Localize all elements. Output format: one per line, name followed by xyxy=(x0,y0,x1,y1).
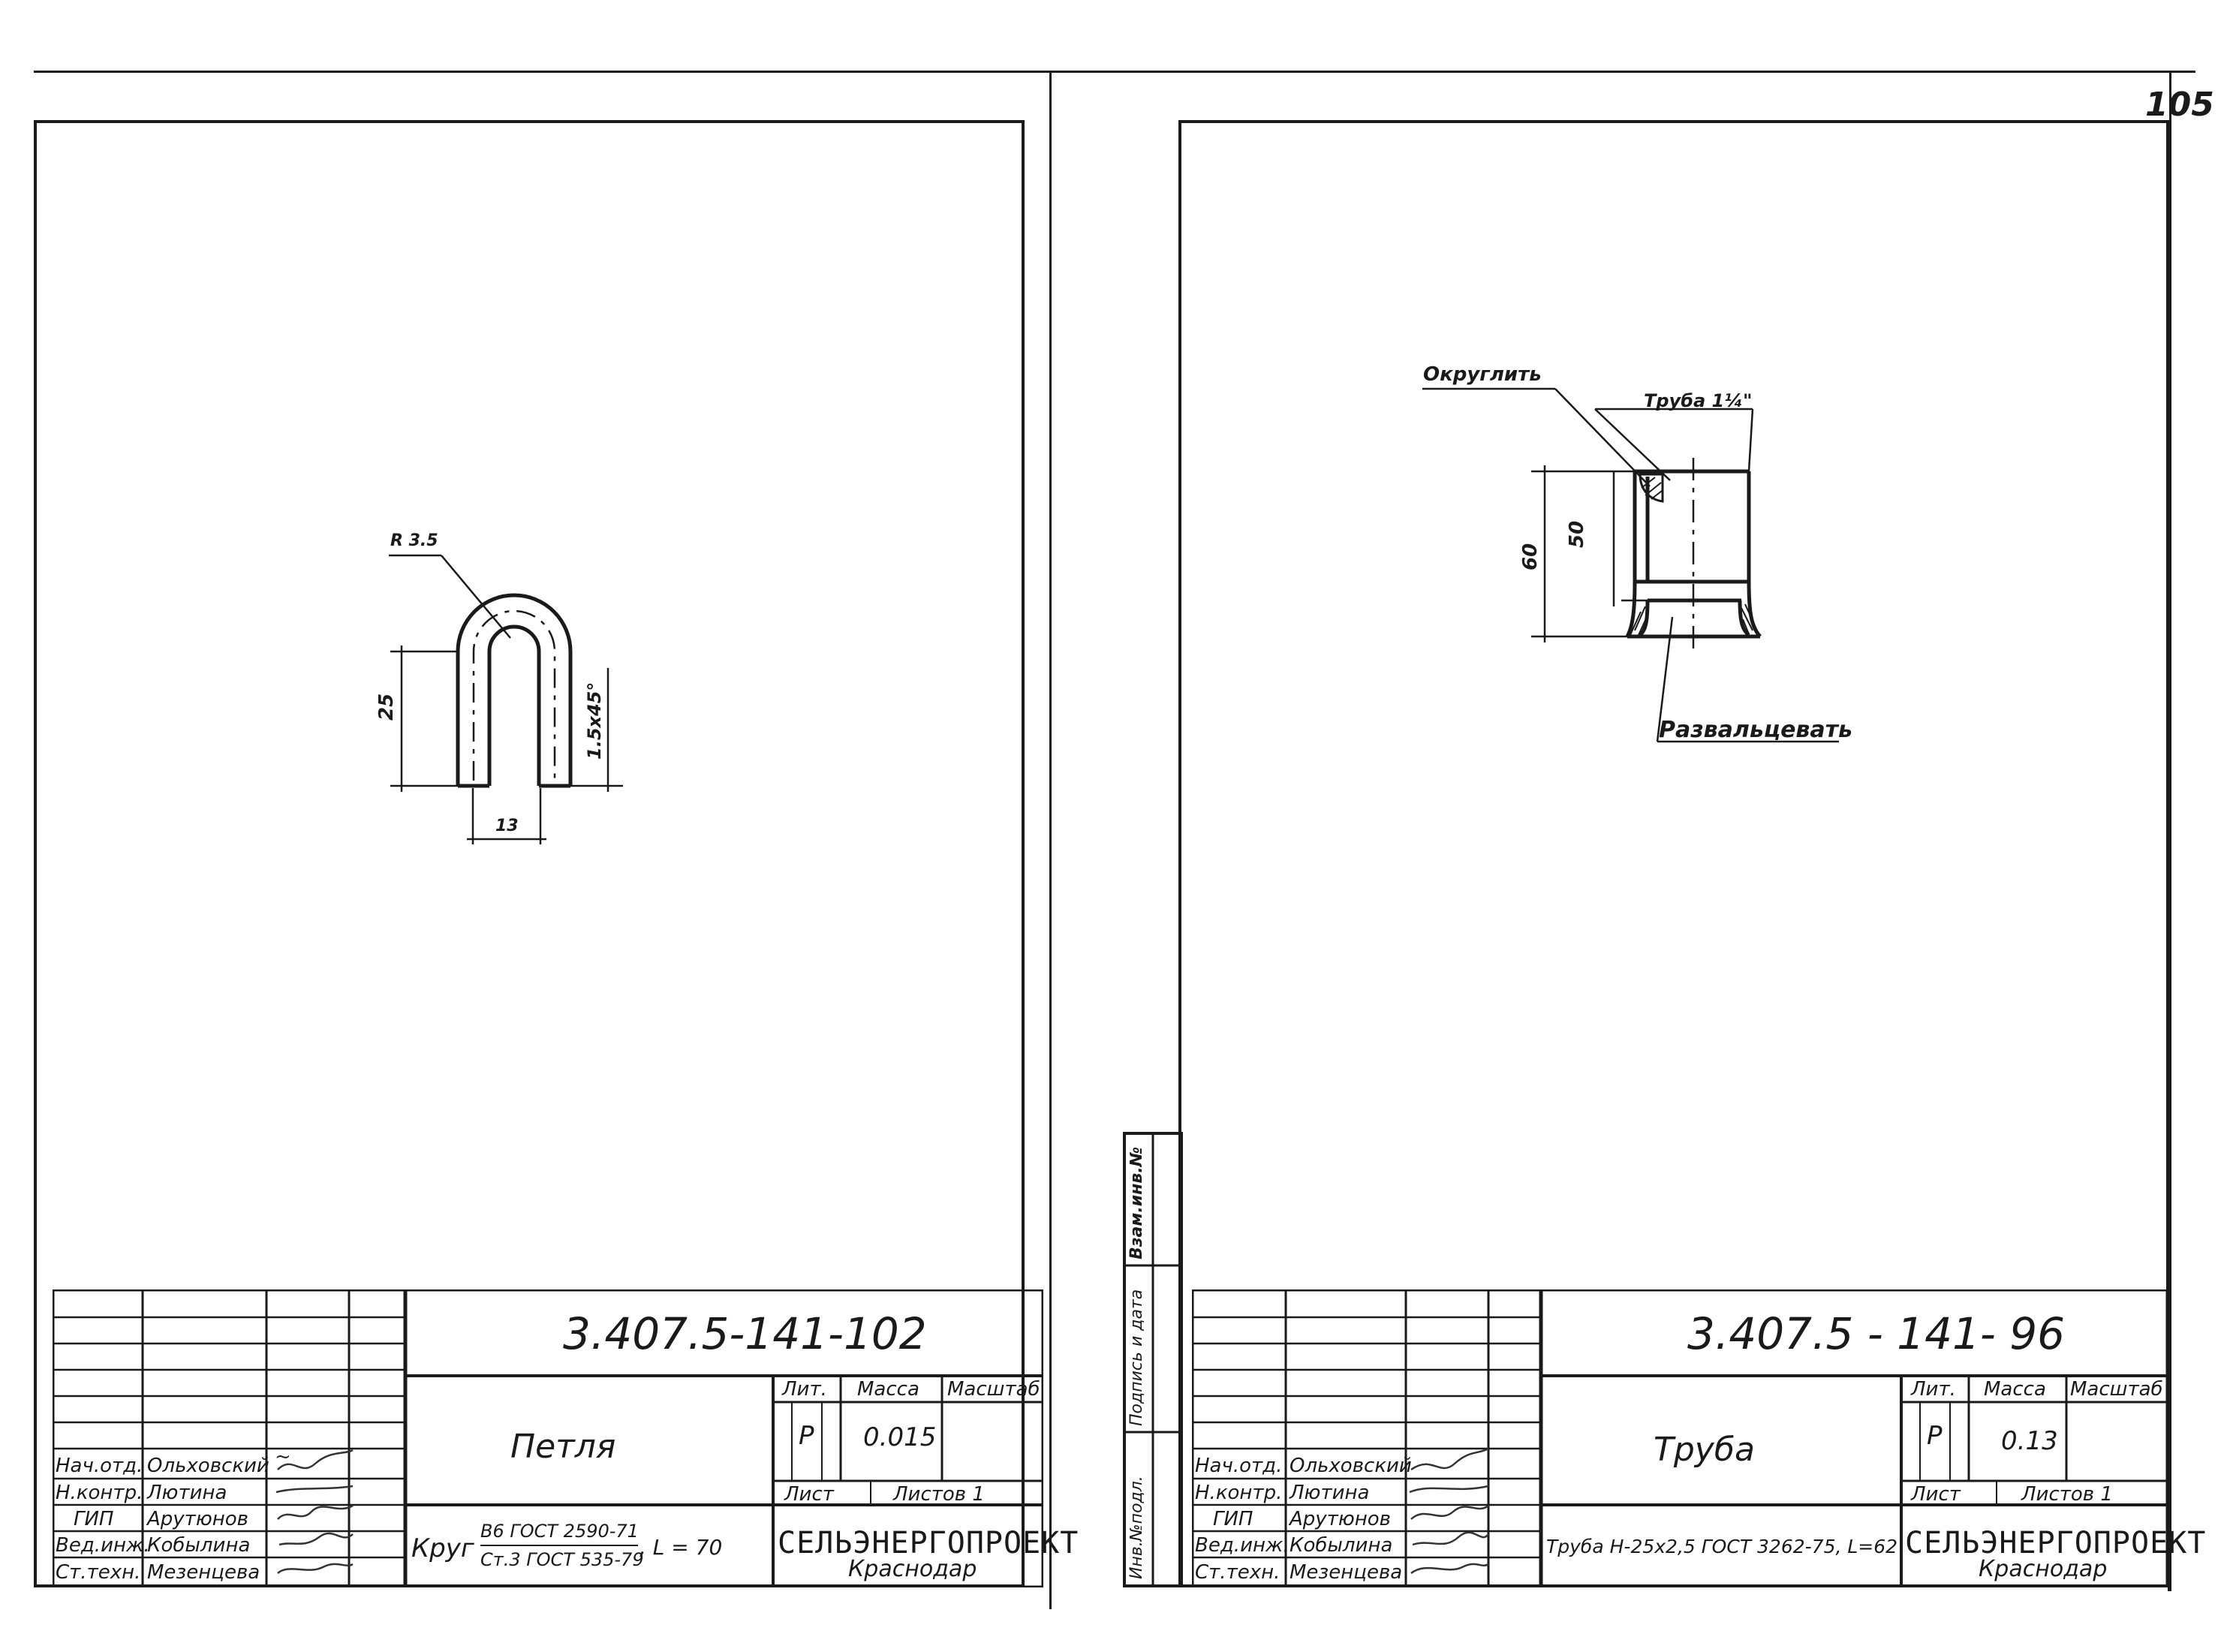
side-strip-grid xyxy=(1123,1132,1183,1587)
right-org-name: СЕЛЬЭНЕРГОПРОЕКТ xyxy=(1905,1526,2207,1560)
left-lit-header: Лит. xyxy=(782,1378,827,1401)
left-staff-role: Ст.техн. xyxy=(56,1561,141,1584)
right-scale-header: Масштаб xyxy=(2070,1378,2163,1401)
right-side-strip: Инв.№подл. Подпись и дата Взам.инв.№ xyxy=(1123,1132,1183,1587)
right-sheets-label: Листов 1 xyxy=(2021,1483,2113,1506)
left-material-suffix: , L = 70 xyxy=(640,1535,723,1560)
left-doc-name: Петля xyxy=(510,1428,616,1466)
right-lit-header: Лит. xyxy=(1911,1378,1956,1401)
left-staff-role: ГИП xyxy=(74,1508,114,1530)
right-mass-value: 0.13 xyxy=(2001,1426,2058,1456)
left-sheets-label: Листов 1 xyxy=(893,1483,985,1506)
right-doc-name: Труба xyxy=(1654,1431,1755,1469)
right-dim-h-outer: 60 xyxy=(1519,543,1542,570)
page-number: 105 xyxy=(2145,86,2214,124)
right-staff-name: Ольховский xyxy=(1290,1455,1412,1477)
left-sheet-label: Лист xyxy=(784,1483,834,1506)
left-material-prefix: Круг xyxy=(411,1533,474,1563)
page-number-divider xyxy=(2169,71,2171,131)
left-title-block: 3.407.5-141-102 Петля Лит. Масса Масштаб… xyxy=(53,1289,1078,1587)
left-mass-header: Масса xyxy=(857,1378,919,1401)
left-staff-name: Ольховский xyxy=(147,1455,269,1477)
left-org-city: Краснодар xyxy=(848,1556,977,1582)
right-staff-name: Арутюнов xyxy=(1290,1508,1391,1530)
right-dim-h-inner: 50 xyxy=(1566,520,1588,548)
left-mass-value: 0.015 xyxy=(863,1422,937,1452)
right-staff-name: Лютина xyxy=(1290,1482,1370,1504)
right-staff-role: Ст.техн. xyxy=(1195,1561,1281,1584)
right-title-grid xyxy=(1192,1289,2168,1587)
right-dim-pipe: Труба 1¼" xyxy=(1644,390,1753,411)
right-material: Труба Н-25х2,5 ГОСТ 3262-75, L=62 xyxy=(1546,1536,1898,1557)
right-dim-flare: Развальцевать xyxy=(1659,717,1853,743)
left-dim-width: 13 xyxy=(495,817,519,835)
left-doc-code: 3.407.5-141-102 xyxy=(563,1308,927,1359)
right-staff-role: Н.контр. xyxy=(1195,1482,1283,1504)
right-dim-round: Округлить xyxy=(1423,363,1542,386)
left-staff-role: Вед.инж. xyxy=(56,1534,150,1557)
left-staff-name: Мезенцева xyxy=(147,1561,260,1584)
left-staff-name: Арутюнов xyxy=(147,1508,248,1530)
right-staff-name: Кобылина xyxy=(1290,1534,1393,1557)
left-staff-role: Н.контр. xyxy=(56,1482,143,1504)
left-scale-header: Масштаб xyxy=(947,1378,1040,1401)
left-staff-role: Нач.отд. xyxy=(56,1455,143,1477)
left-material-top: В6 ГОСТ 2590-71 xyxy=(480,1521,639,1542)
right-staff-name: Мезенцева xyxy=(1290,1561,1403,1584)
right-sheet-label: Лист xyxy=(1911,1483,1961,1506)
right-sheet-edge xyxy=(2168,128,2171,1591)
right-staff-role: ГИП xyxy=(1213,1508,1253,1530)
left-staff-name: Лютина xyxy=(147,1482,227,1504)
right-mass-header: Масса xyxy=(1984,1378,2046,1401)
center-fold-line xyxy=(1049,71,1052,1609)
left-title-grid xyxy=(53,1289,1043,1587)
side-label-inv: Инв.№подл. xyxy=(1127,1476,1146,1579)
left-material-fraction-line xyxy=(480,1545,638,1546)
top-rule xyxy=(34,71,2195,73)
right-signatures xyxy=(1409,1447,1490,1575)
right-lit-value: Р xyxy=(1927,1421,1943,1451)
left-lit-value: Р xyxy=(799,1421,814,1451)
side-label-sign: Подпись и дата xyxy=(1127,1289,1146,1426)
left-org-name: СЕЛЬЭНЕРГОПРОЕКТ xyxy=(778,1526,1079,1560)
right-staff-role: Вед.инж. xyxy=(1195,1534,1290,1557)
right-title-block: 3.407.5 - 141- 96 Труба Лит. Масса Масшт… xyxy=(1192,1289,2205,1587)
right-org-city: Краснодар xyxy=(1979,1556,2108,1582)
right-doc-code: 3.407.5 - 141- 96 xyxy=(1687,1308,2066,1359)
right-staff-role: Нач.отд. xyxy=(1195,1455,1283,1477)
left-signatures xyxy=(275,1449,354,1575)
left-staff-signature: ~ xyxy=(275,1446,291,1468)
left-staff-name: Кобылина xyxy=(147,1534,251,1557)
left-dim-radius: R 3.5 xyxy=(390,531,438,550)
side-label-vzam: Взам.инв.№ xyxy=(1127,1146,1146,1259)
left-material-bottom: Ст.3 ГОСТ 535-79 xyxy=(480,1549,644,1570)
